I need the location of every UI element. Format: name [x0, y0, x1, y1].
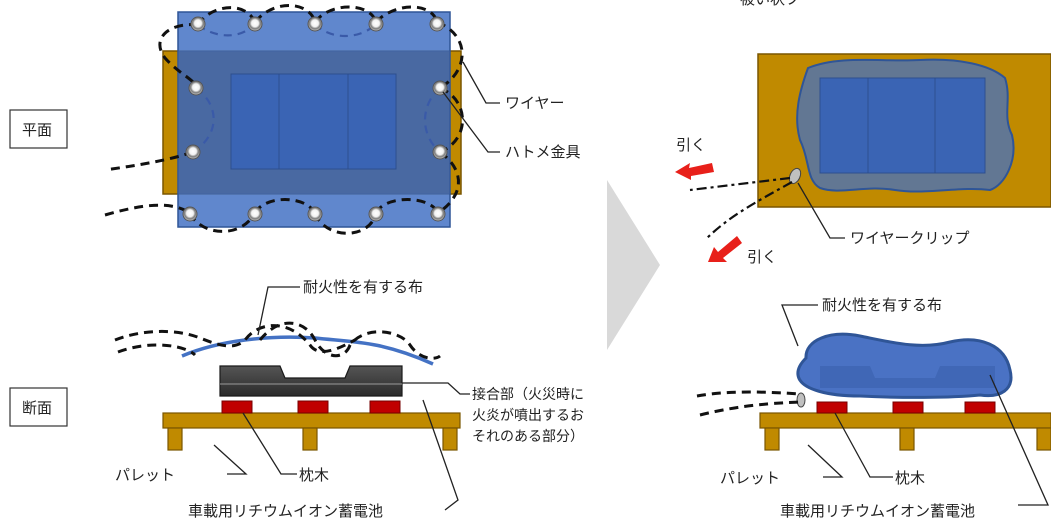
grommet-icon [307, 206, 323, 222]
fabric-section [181, 335, 434, 366]
label-pallet-right: パレット [720, 469, 780, 487]
plan-label-box: 平面 [9, 109, 68, 149]
battery-plan-right [819, 77, 986, 174]
svg-text:断面: 断面 [22, 399, 52, 417]
grommet-icon [247, 206, 263, 222]
sleeper-block [964, 401, 996, 414]
grommet-icon [432, 144, 448, 160]
label-pull-1: 引く [676, 136, 706, 154]
wire-clip-icon [796, 392, 806, 408]
label-fabric-right: 耐火性を有する布 [822, 296, 942, 314]
grommet-icon [368, 206, 384, 222]
sleeper-block [892, 401, 924, 414]
section-label-box: 断面 [9, 387, 68, 427]
grommet-icon [368, 16, 384, 32]
section-view-left: 耐火性を有する布 接合部（火災時に 火炎が噴出するお それのある部分） 枕木 パ… [114, 278, 584, 520]
label-battery-right: 車載用リチウムイオン蓄電池 [780, 502, 975, 520]
grommet-icon [307, 16, 323, 32]
grommet-icon [185, 144, 201, 160]
transition-arrow [607, 180, 660, 350]
section-view-right: 耐火性を有する布 枕木 パレット 車載用リチウムイオン蓄電池 [696, 296, 1051, 520]
label-battery-left: 車載用リチウムイオン蓄電池 [188, 502, 383, 520]
label-fabric-left: 耐火性を有する布 [303, 278, 423, 296]
grommet-icon [188, 80, 204, 96]
sleeper-block [369, 400, 401, 414]
label-pallet-left: パレット [115, 466, 175, 484]
sleeper-block [816, 401, 848, 414]
grommet-icon [182, 206, 198, 222]
plan-view: ワイヤー ハトメ金具 [104, 4, 580, 235]
battery-plan [230, 73, 397, 170]
label-pull-2: 引く [747, 248, 777, 266]
grommet-icon [429, 16, 445, 32]
pull-arrow-icon [708, 236, 742, 262]
plan-view-right: 被い状フ 引く 引く ワイヤークリップ [675, 0, 1051, 266]
grommet-icon [247, 16, 263, 32]
label-sleeper-right: 枕木 [895, 469, 925, 487]
label-clip: ワイヤークリップ [850, 229, 970, 247]
label-sleeper-left: 枕木 [299, 466, 329, 484]
grommets [182, 16, 448, 222]
pull-arrow-icon [675, 163, 714, 180]
svg-text:平面: 平面 [22, 121, 52, 139]
grommet-icon [432, 80, 448, 96]
label-joint-2: 火炎が噴出するお [472, 408, 584, 424]
grommet-icon [190, 16, 206, 32]
wire-top [158, 4, 439, 89]
battery-section [219, 365, 403, 397]
label-wire: ワイヤー [505, 94, 565, 112]
label-grommet: ハトメ金具 [505, 143, 580, 161]
sleeper-block [297, 400, 329, 414]
label-joint-3: それのある部分） [472, 429, 584, 445]
label-joint-1: 接合部（火災時に [472, 386, 584, 403]
label-top-right: 被い状フ [740, 0, 800, 8]
grommet-icon [430, 206, 446, 222]
pallet-top [162, 412, 461, 429]
sleeper-block [221, 400, 253, 414]
